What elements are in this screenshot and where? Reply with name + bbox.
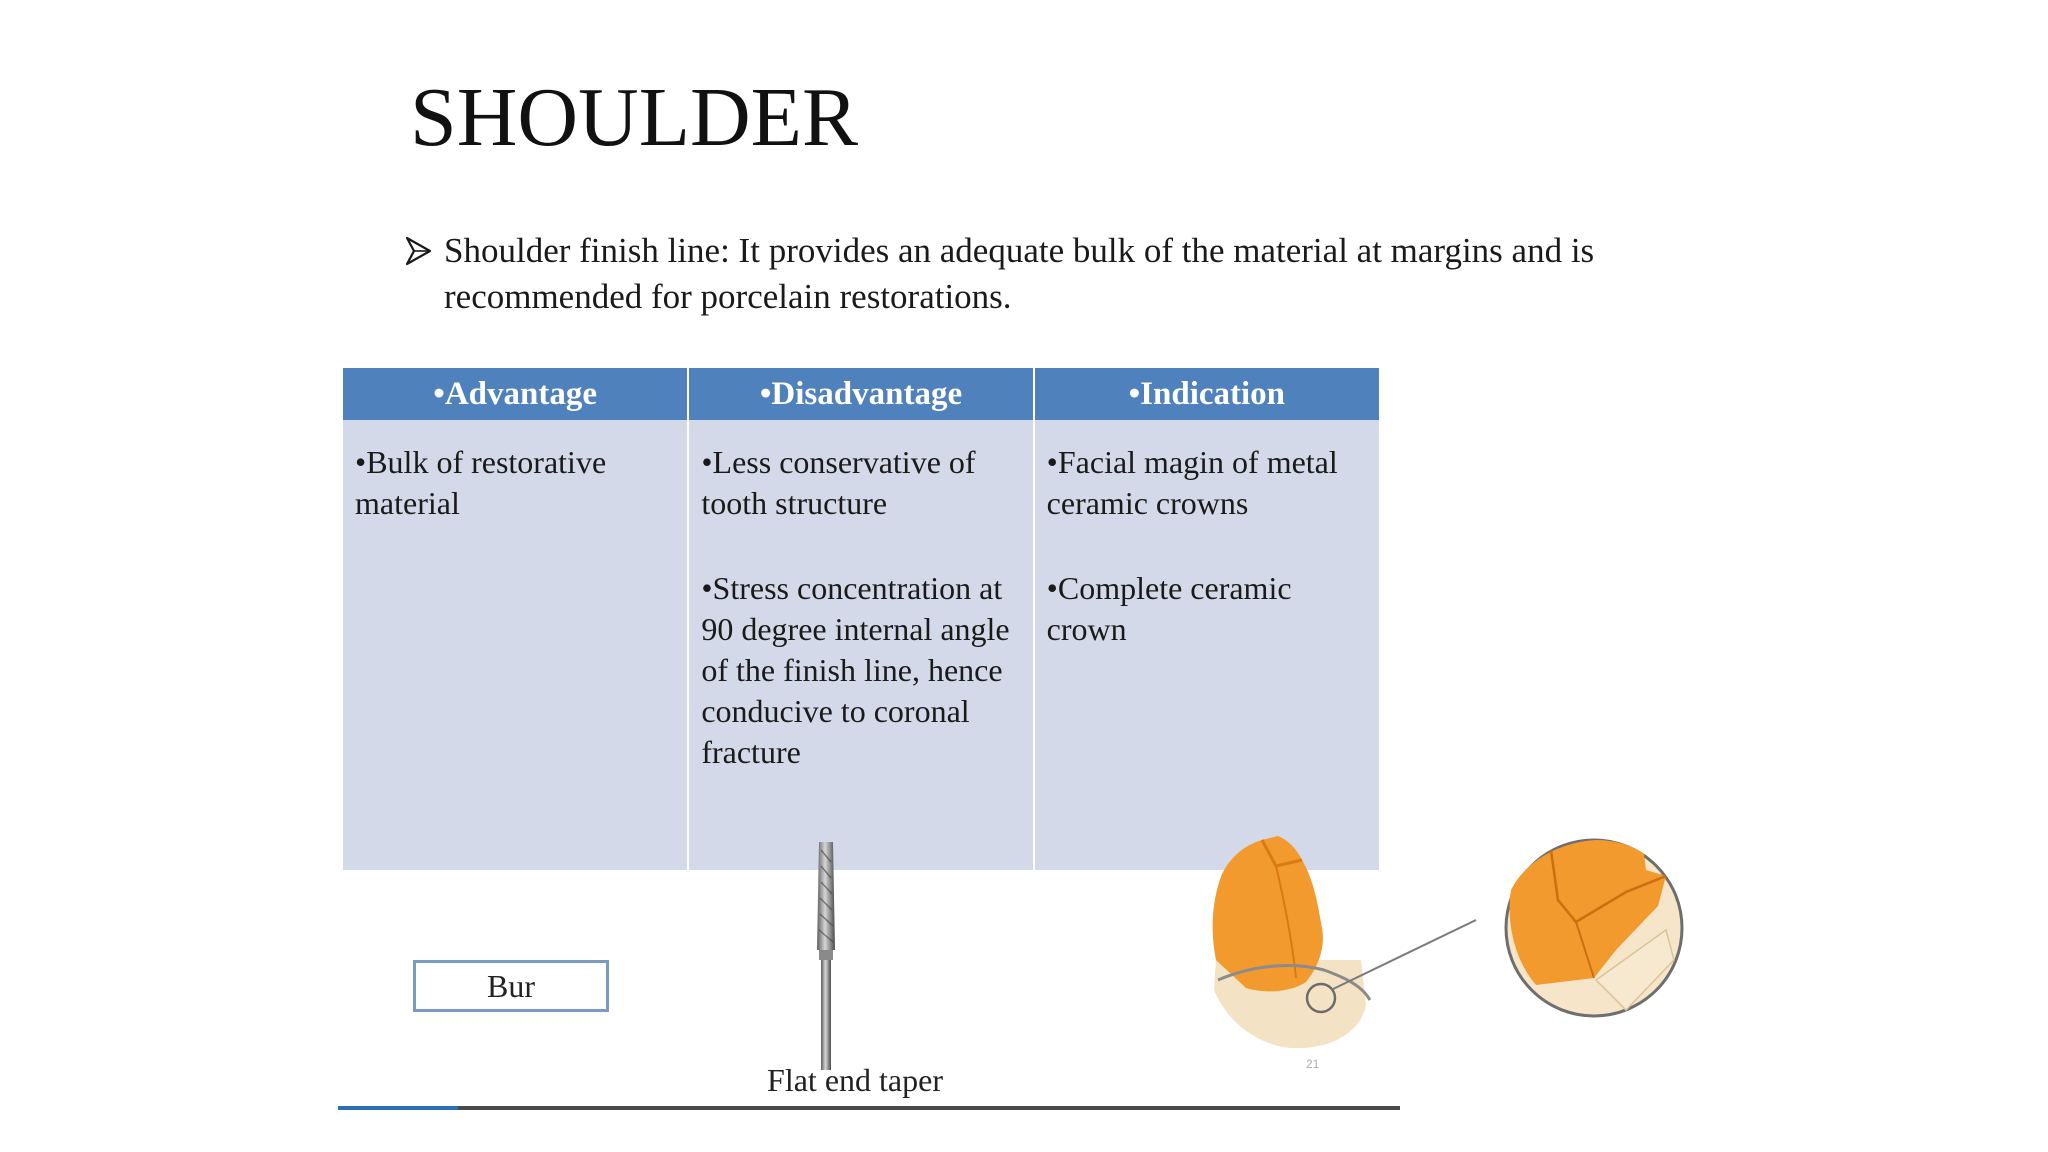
arrow-bullet-icon (405, 236, 432, 266)
bur-caption: Flat end taper (767, 1062, 943, 1098)
advantage-cell: •Bulk of restorative material (343, 420, 690, 870)
bottom-rule (338, 1106, 1400, 1110)
bur-label: Bur (413, 960, 609, 1012)
page-number: 21 (1306, 1057, 1320, 1070)
disadvantage-item: •Stress concentration at 90 degree inter… (701, 570, 1010, 770)
indication-item: •Complete ceramic crown (1046, 570, 1292, 647)
indication-item: •Facial magin of metal ceramic crowns (1046, 444, 1338, 521)
slide-title: SHOULDER (410, 71, 859, 164)
disadvantage-cell: •Less conservative of tooth structure •S… (688, 420, 1035, 870)
flat-end-taper-bur-image (817, 842, 835, 1070)
indication-cell: •Facial magin of metal ceramic crowns •C… (1033, 420, 1379, 870)
bullet-text: Shoulder finish line: It provides an ade… (444, 231, 1595, 316)
disadvantage-item: •Less conservative of tooth structure (701, 444, 976, 521)
header-disadvantage: •Disadvantage (688, 368, 1035, 420)
header-advantage: •Advantage (343, 368, 690, 420)
advantage-item: •Bulk of restorative material (355, 444, 607, 521)
header-indication: •Indication (1033, 368, 1379, 420)
shoulder-table: •Advantage •Disadvantage •Indication •Bu… (343, 368, 1379, 870)
shoulder-preparation-tooth-image: 21 (1212, 836, 1684, 1070)
bullet-item: Shoulder finish line: It provides an ade… (404, 228, 1624, 320)
